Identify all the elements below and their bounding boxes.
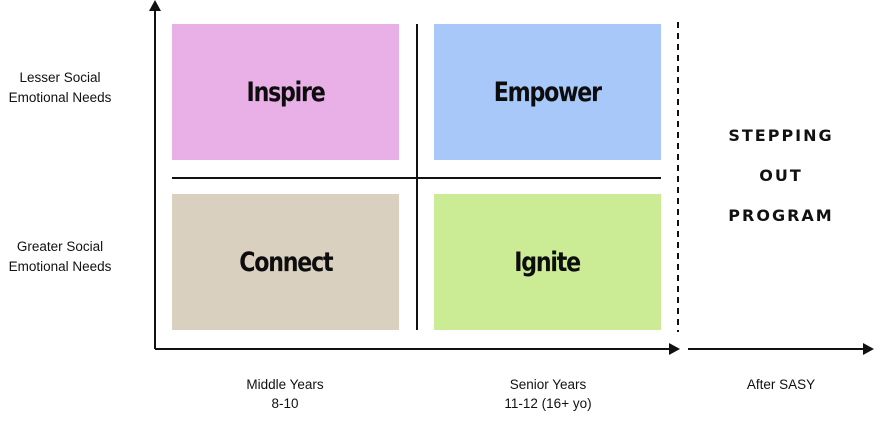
x-axis-arrow-icon (669, 343, 680, 355)
y-label-lesser-line2: Emotional Needs (8, 90, 112, 105)
quadrant-connect: Connect (172, 194, 399, 330)
stepping-out-program: STEPPING OUT PROGRAM (706, 126, 856, 226)
quadrant-inspire: Inspire (172, 24, 399, 160)
x-label-senior-line2: 11-12 (16+ yo) (504, 396, 592, 411)
x-label-after-line1: After SASY (746, 377, 816, 392)
quadrant-connect-label: Connect (238, 246, 333, 278)
side-program-line1: STEPPING (728, 126, 834, 145)
after-axis-arrow-icon (863, 343, 874, 355)
y-label-lesser-line1: Lesser Social (19, 70, 101, 85)
x-label-middle-line1: Middle Years (246, 377, 324, 392)
y-axis-arrow-icon (149, 0, 161, 11)
y-label-lesser: Lesser Social Emotional Needs (0, 68, 130, 108)
y-label-greater-line1: Greater Social (16, 239, 104, 254)
side-program-line2: OUT (759, 166, 803, 185)
y-label-greater: Greater Social Emotional Needs (0, 237, 130, 277)
x-label-middle-years: Middle Years 8-10 (205, 375, 365, 413)
quadrant-empower-label: Empower (493, 76, 602, 108)
side-program-line3: PROGRAM (728, 206, 834, 225)
quadrant-ignite: Ignite (434, 194, 661, 330)
quadrant-inspire-label: Inspire (246, 76, 326, 108)
quadrant-empower: Empower (434, 24, 661, 160)
x-label-after-sasy: After SASY (711, 375, 851, 394)
quadrant-ignite-label: Ignite (514, 246, 582, 278)
x-label-senior-line1: Senior Years (509, 377, 587, 392)
y-label-greater-line2: Emotional Needs (8, 259, 112, 274)
x-label-senior-years: Senior Years 11-12 (16+ yo) (463, 375, 633, 413)
x-label-middle-line2: 8-10 (271, 396, 299, 411)
